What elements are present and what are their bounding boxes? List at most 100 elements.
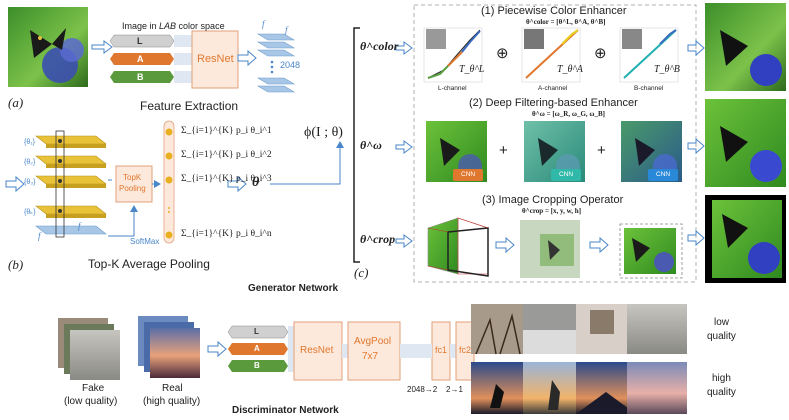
dim1-label: 2048→2 <box>407 385 438 394</box>
real-sub-label: (high quality) <box>143 396 201 407</box>
high-quality-sub-label: quality <box>707 387 736 398</box>
resnet-arrow <box>237 49 257 67</box>
fc1-label: fc1 <box>435 345 448 355</box>
feature-dim-label: 2048 <box>280 60 301 70</box>
color-branch-arrow <box>395 41 413 55</box>
theta-to-phi-arrow <box>270 141 344 185</box>
filter-image-g <box>524 121 585 182</box>
output-image-color <box>705 3 786 91</box>
feature-f-label-1: f <box>262 19 265 29</box>
formula-3: Σ_{i=1}^{K} p_i θ_i^3 <box>181 174 272 184</box>
crop-result-image <box>619 223 683 279</box>
high-quality-samples <box>471 362 687 414</box>
pool-f-label-2: f <box>78 221 81 231</box>
crop-arrow-2 <box>589 236 609 254</box>
output-arrow-1 <box>687 39 705 57</box>
discriminator-link-1 <box>342 344 348 358</box>
filter-image-b <box>621 121 682 182</box>
enhancer2-theta: θ^ω = [ω_R, ω_G, ω_B] <box>532 110 606 118</box>
channel-l-label: L <box>137 36 143 46</box>
enhancer1-theta: θ^color = [θ^L, θ^A, θ^B] <box>526 18 606 26</box>
curve-t-b: T_θ^B <box>654 64 680 75</box>
disc-resnet-label: ResNet <box>300 345 334 356</box>
cnn-label-b: CNN <box>656 171 671 178</box>
feature-f-label-2: f <box>285 25 288 35</box>
theta-out-arrow <box>227 175 247 193</box>
caption-lab: LAB <box>159 21 177 31</box>
generator-bracket <box>353 27 360 263</box>
feature-stack <box>256 33 296 93</box>
enhancer3-title: (3) Image Cropping Operator <box>482 194 624 206</box>
input-arrow <box>91 40 113 54</box>
oplus-1: ⊕ <box>496 45 509 62</box>
output-arrow-3 <box>687 229 705 247</box>
discriminator-input-arrow <box>207 340 227 358</box>
feature-extraction-title: Feature Extraction <box>140 99 239 113</box>
dim2-label: 2→1 <box>446 385 463 394</box>
enhancer1-title: (1) Piecewise Color Enhancer <box>481 5 627 17</box>
curve-t-a: T_θ^A <box>557 64 583 75</box>
disc-channel-b: B <box>254 361 260 370</box>
disc-channel-l: L <box>254 327 259 336</box>
softmax-label: SoftMax <box>130 237 160 246</box>
crop-faded-image <box>520 220 580 278</box>
output-arrow-2 <box>687 137 705 155</box>
phi-label: ϕ(I ; θ) <box>304 125 343 140</box>
resnet-block <box>191 30 239 89</box>
theta1-label: {θ₁} <box>24 139 35 146</box>
softmax-line <box>108 205 138 237</box>
curve-label-b: B-channel <box>634 85 664 92</box>
avgpool-block <box>347 321 401 381</box>
caption-suffix: color space <box>176 21 225 31</box>
low-quality-label: low <box>714 317 730 328</box>
output-image-filter <box>705 99 786 187</box>
image-in-lab-caption: Image in LAB color space <box>122 22 225 31</box>
topk-label: TopK <box>123 173 142 182</box>
omega-branch-arrow <box>395 140 413 154</box>
theta2-label: {θ₂} <box>24 159 36 166</box>
output-image-crop <box>705 195 786 283</box>
theta-crop-label: θ^crop <box>360 232 396 246</box>
channel-a-label: A <box>137 54 144 64</box>
fc2-label: fc2 <box>459 345 472 355</box>
theta3-label: {θ₃} <box>24 179 36 186</box>
discriminator-link-2 <box>400 344 406 358</box>
avgpool-label: AvgPool <box>354 336 392 347</box>
pooling-input-arrow <box>5 175 25 193</box>
theta-omega-label: θ^ω <box>360 138 382 152</box>
avgpool-size-label: 7x7 <box>362 351 379 362</box>
panel-b-label: (b) <box>8 257 24 272</box>
disc-channel-a: A <box>254 344 260 353</box>
channel-b-label: B <box>137 72 144 82</box>
pool-f-label-1: f <box>38 231 41 241</box>
plus-2: + <box>597 142 606 159</box>
oplus-2: ⊕ <box>594 45 607 62</box>
real-image-stack <box>138 316 200 378</box>
crop-box-illustration <box>427 217 489 277</box>
curve-panel-a <box>521 27 581 83</box>
cnn-label-g: CNN <box>559 171 574 178</box>
discriminator-lab-bars <box>227 325 294 372</box>
discriminator-resnet-block <box>293 321 343 381</box>
crop-arrow-1 <box>495 236 515 254</box>
thetak-label: {θₖ} <box>24 209 36 216</box>
discriminator-link-4 <box>450 344 456 358</box>
theta-color-label: θ^color <box>360 39 399 53</box>
resnet-label: ResNet <box>197 53 234 65</box>
topk-title: Top-K Average Pooling <box>88 257 210 271</box>
formula-2: Σ_{i=1}^{K} p_i θ_i^2 <box>181 150 272 160</box>
panel-c-label: (c) <box>354 265 369 280</box>
curve-panel-l <box>423 27 483 83</box>
discriminator-title: Discriminator Network <box>232 405 339 416</box>
formula-1: Σ_{i=1}^{K} p_i θ_i^1 <box>181 126 272 136</box>
curve-label-l: L-channel <box>438 85 467 92</box>
formula-n: Σ_{i=1}^{K} p_i θ_i^n <box>181 229 272 239</box>
caption-prefix: Image in <box>122 21 160 31</box>
output-theta-column <box>163 120 175 244</box>
plus-1: + <box>499 142 508 159</box>
lab-channel-bars <box>109 34 192 83</box>
cnn-label-r: CNN <box>461 171 476 178</box>
panel-a-label: (a) <box>8 95 24 110</box>
low-quality-sub-label: quality <box>707 331 736 342</box>
